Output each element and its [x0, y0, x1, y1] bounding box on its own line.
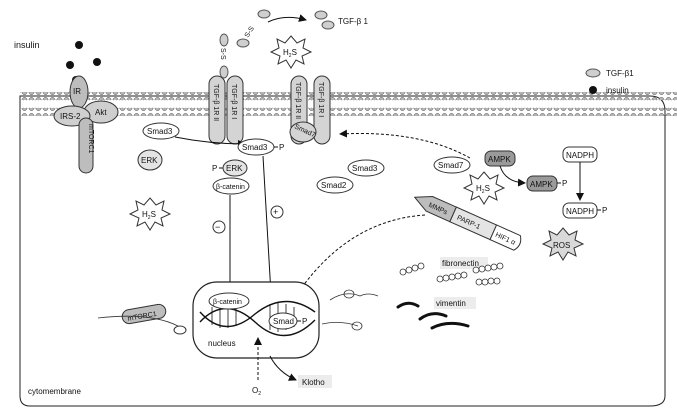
- smad7-to-receptor-arrow: [339, 129, 471, 159]
- h2s-top-label: H2S: [283, 48, 297, 59]
- legend-insulin-icon: [589, 86, 597, 94]
- ir-label: IR: [73, 87, 81, 96]
- fibronectin-label: fibronectin: [442, 259, 479, 268]
- ss-bound-label: S-S: [219, 48, 226, 60]
- mrna-loops: [321, 289, 379, 331]
- smad3-p-to-nucleus-arrow: [262, 155, 275, 295]
- smad-nucleus-suffix: P: [302, 317, 307, 326]
- tgfb-1r-i-a-label: TGF-β 1R I: [230, 84, 237, 119]
- p-erk-node: [222, 159, 248, 177]
- h2s-left-label: H2S: [142, 210, 156, 221]
- vimentin-label: vimentin: [436, 299, 466, 308]
- mtorc1-vertical-label: mTORC1: [87, 124, 94, 154]
- smad-nucleus-label: Smad: [273, 317, 294, 326]
- tgfb-receptor-pair-a: [208, 75, 244, 145]
- ampk-p-suffix: P: [562, 179, 567, 188]
- ampk-activation-arrow: [499, 165, 526, 187]
- insulin-label: insulin: [14, 40, 40, 50]
- complex-to-nucleus-arrow: [299, 214, 426, 291]
- inhibit-sign: [212, 220, 226, 234]
- vimentin-fibers: [396, 301, 470, 330]
- h2s-star-left: [128, 197, 172, 231]
- legend-insulin-label: insulin: [606, 86, 629, 95]
- smad7-receptor-node: [289, 121, 317, 143]
- erk-node: [137, 149, 163, 171]
- vimentin-label-box: [434, 297, 476, 309]
- smad3-p-label: Smad3: [242, 143, 268, 152]
- legend-tgfb1-label: TGF-β1: [606, 69, 634, 78]
- fibronectin-fibers: [399, 262, 504, 286]
- ampk-label: AMPK: [488, 155, 511, 164]
- dna-helix: [199, 300, 316, 337]
- smad7-node: [433, 156, 471, 174]
- klotho-label-box: [298, 375, 332, 388]
- o2-label: O2: [252, 386, 261, 397]
- tgfb1-released-label: TGF-β 1: [338, 17, 368, 26]
- smad3-free-node: [347, 159, 385, 177]
- tgfb-1r-ii-a-label: TGF-β 1R II: [212, 84, 219, 121]
- p-erk-label: ERK: [226, 164, 243, 173]
- promote-sign-label: +: [273, 207, 278, 217]
- beta-catenin-node: [212, 177, 250, 195]
- mtorc1-loop: [173, 325, 187, 335]
- erk-label: ERK: [141, 156, 158, 165]
- smad2-node: [316, 176, 354, 194]
- smad3-free-label: Smad3: [352, 164, 378, 173]
- tgfb-1r-ii-b-label: TGF-β 1R II: [294, 82, 301, 119]
- inhibit-sign-label: −: [215, 222, 220, 232]
- promote-sign: [270, 205, 284, 219]
- cytomembrane-label: cytomembrane: [28, 387, 81, 396]
- ros-star: [541, 227, 585, 261]
- akt-label: Akt: [95, 108, 107, 117]
- ros-label: ROS: [553, 241, 570, 250]
- klotho-label: Klotho: [302, 378, 325, 387]
- insulin-receptor-complex: [53, 75, 119, 174]
- h2s-right-label: H2S: [476, 184, 490, 195]
- release-arrow: [267, 14, 307, 23]
- tgfb1-dimer-free: [236, 9, 335, 48]
- smad3-node: [142, 122, 180, 140]
- nadph-p-suffix: P: [602, 206, 607, 215]
- nadph-label: NADPH: [566, 151, 594, 160]
- h2s-star-right: [462, 171, 506, 205]
- ampk-p-label: AMPK: [530, 180, 553, 189]
- tgfb1-dimer-bound: [219, 33, 229, 79]
- smad3-to-p-arrow: [174, 136, 246, 148]
- smad3-label: Smad3: [147, 127, 173, 136]
- smad3-p-suffix: P: [279, 143, 284, 152]
- beta-catenin-nucleus-label: β-catenin: [213, 299, 242, 306]
- p-erk-prefix: P: [212, 164, 217, 173]
- mtorc1-line: [97, 315, 179, 327]
- lipid-bilayer: [20, 92, 677, 116]
- beta-catenin-nucleus-node: [208, 292, 250, 310]
- irs2-label: IRS-2: [60, 112, 81, 121]
- fibronectin-label-box: [440, 257, 488, 269]
- nucleus-label: nucleus: [208, 339, 236, 348]
- ss-free-label: S-S: [244, 25, 256, 39]
- smad2-label: Smad2: [321, 181, 347, 190]
- h2s-star-top: [269, 35, 313, 69]
- smad7-label: Smad7: [438, 161, 464, 170]
- nadph-p-label: NADPH: [566, 207, 594, 216]
- tgfb-1r-i-b-label: TGF-β 1R I: [317, 82, 324, 117]
- mmps-parp1-hif1a-complex: MMPs PARP-1 HIF1 α: [413, 196, 522, 251]
- klotho-arrow: [269, 355, 297, 381]
- legend-tgfb1-icon: [585, 68, 601, 78]
- beta-catenin-label: β-catenin: [216, 184, 245, 191]
